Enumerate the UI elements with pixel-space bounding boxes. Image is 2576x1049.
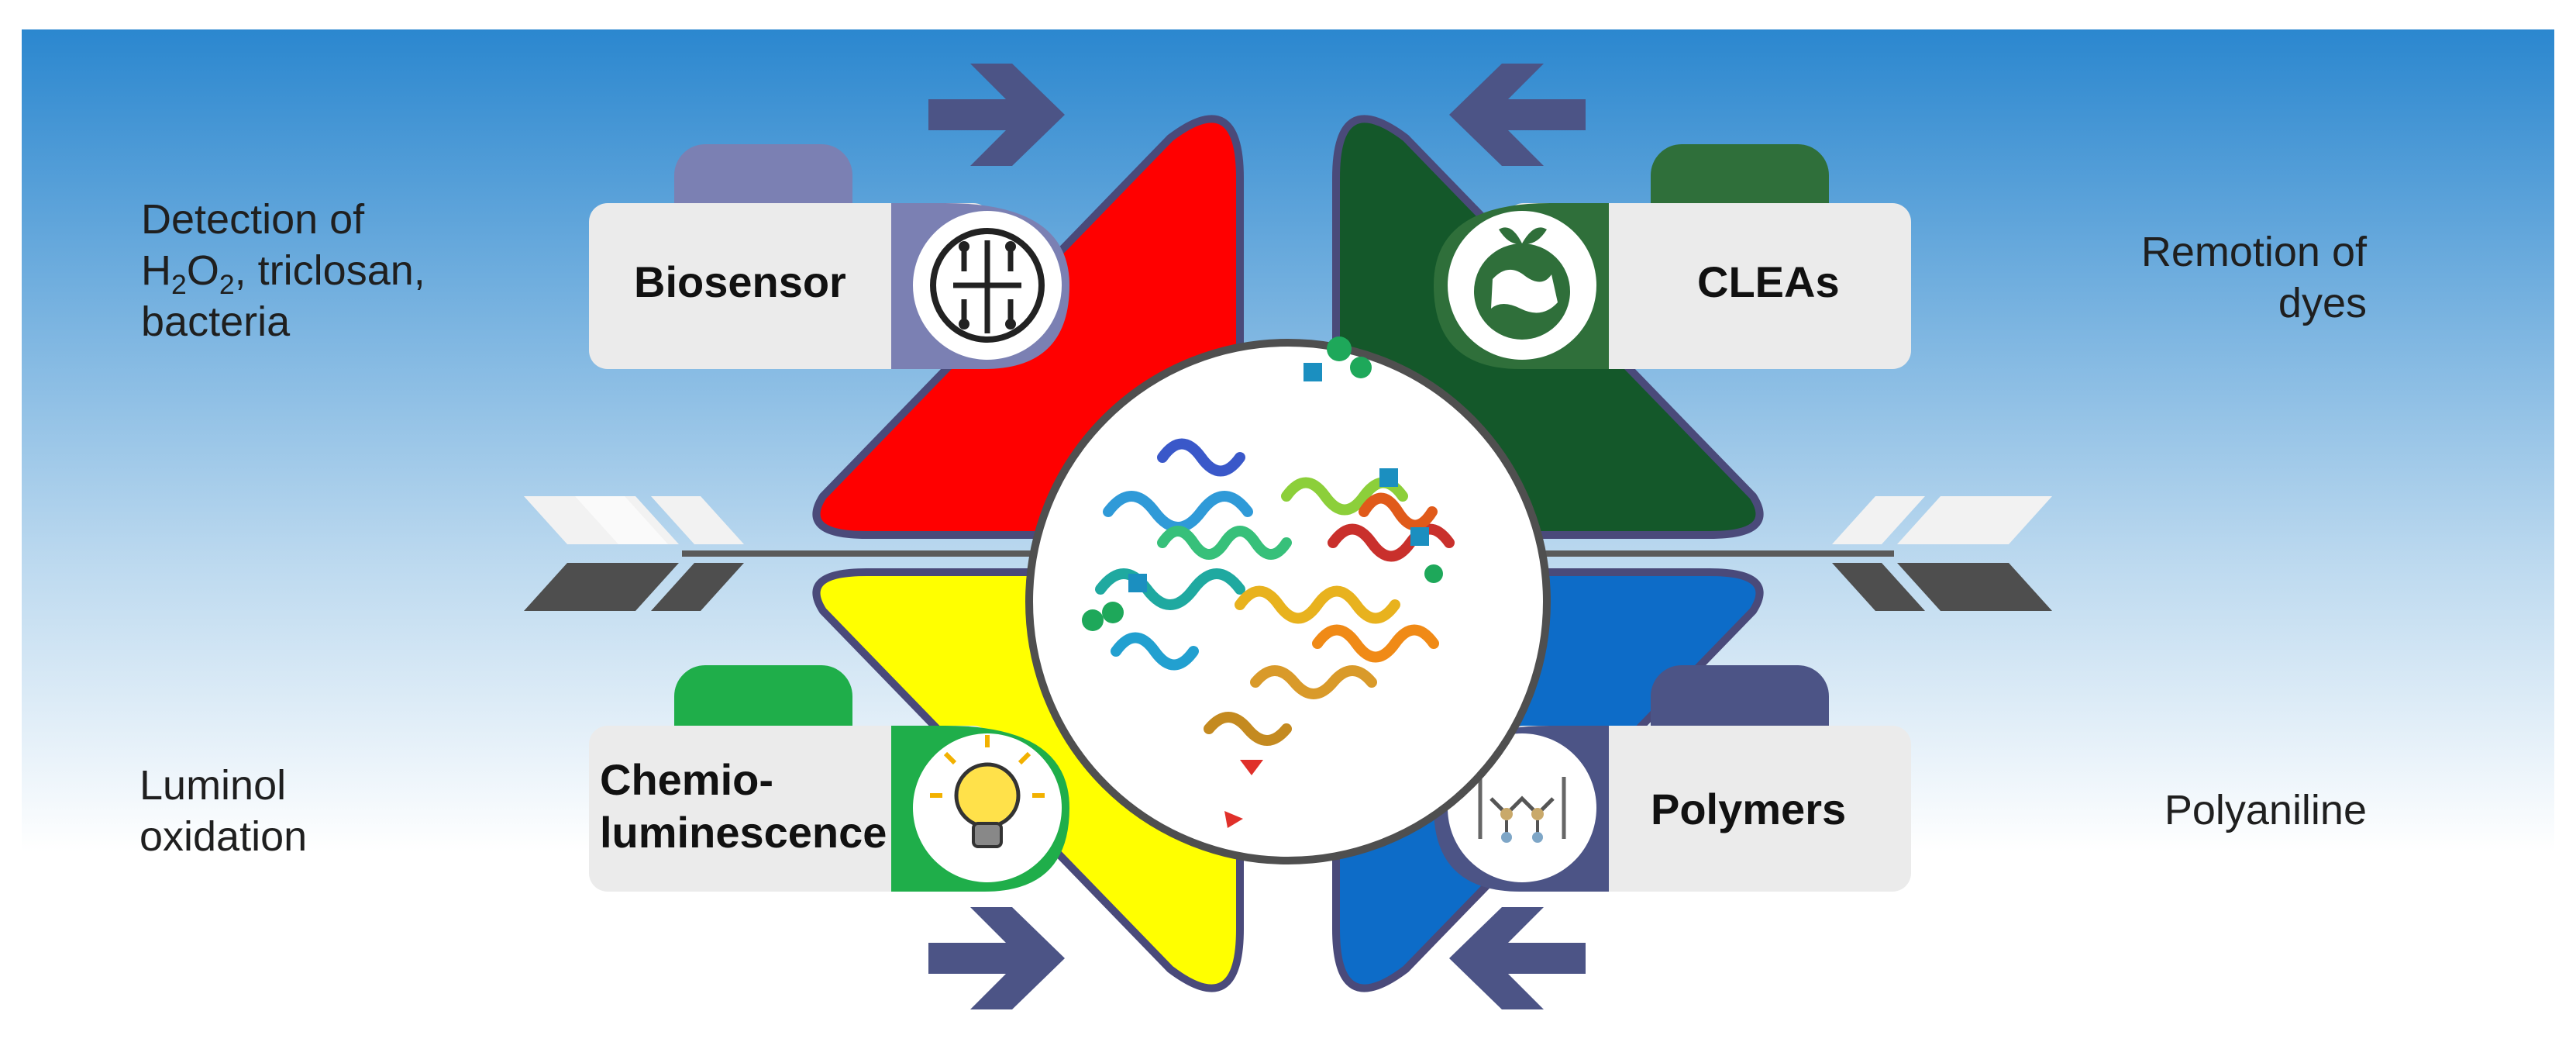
earth-plant-icon bbox=[1434, 203, 1609, 369]
description-chemiluminescence: Luminol oxidation bbox=[139, 760, 307, 862]
description-line: Detection of bbox=[141, 196, 365, 243]
card-label-chemiluminescence: Chemio- luminescence bbox=[600, 754, 887, 859]
description-line: bacteria bbox=[141, 298, 291, 345]
enzyme-structure-image bbox=[1025, 336, 1551, 864]
arrow-bottom-left bbox=[928, 907, 1065, 1009]
description-line: Luminol bbox=[139, 762, 287, 809]
description-line: Polyaniline bbox=[2164, 787, 2367, 833]
description-line: oxidation bbox=[139, 813, 308, 860]
description-line: dyes bbox=[2278, 280, 2367, 326]
arrow-top-right bbox=[1449, 64, 1586, 166]
card-label-line: luminescence bbox=[600, 808, 887, 857]
description-biosensor: Detection of H2O2, triclosan, bacteria bbox=[141, 194, 425, 347]
description-line: Remotion of bbox=[2140, 229, 2367, 275]
card-label-line: Chemio- bbox=[600, 755, 773, 804]
description-cleas: Remotion of dyes bbox=[2141, 226, 2367, 329]
light-bulb-icon bbox=[891, 726, 1069, 892]
description-polymers: Polyaniline bbox=[2164, 785, 2367, 836]
arrow-top-left bbox=[928, 64, 1065, 166]
arrow-bottom-right bbox=[1449, 907, 1586, 1009]
card-label-biosensor: Biosensor bbox=[634, 257, 846, 306]
card-label-polymers: Polymers bbox=[1651, 785, 1847, 833]
circuit-chip-icon bbox=[891, 203, 1069, 369]
card-label-cleas: CLEAs bbox=[1697, 257, 1840, 306]
description-line: H2O2, triclosan, bbox=[141, 247, 425, 300]
